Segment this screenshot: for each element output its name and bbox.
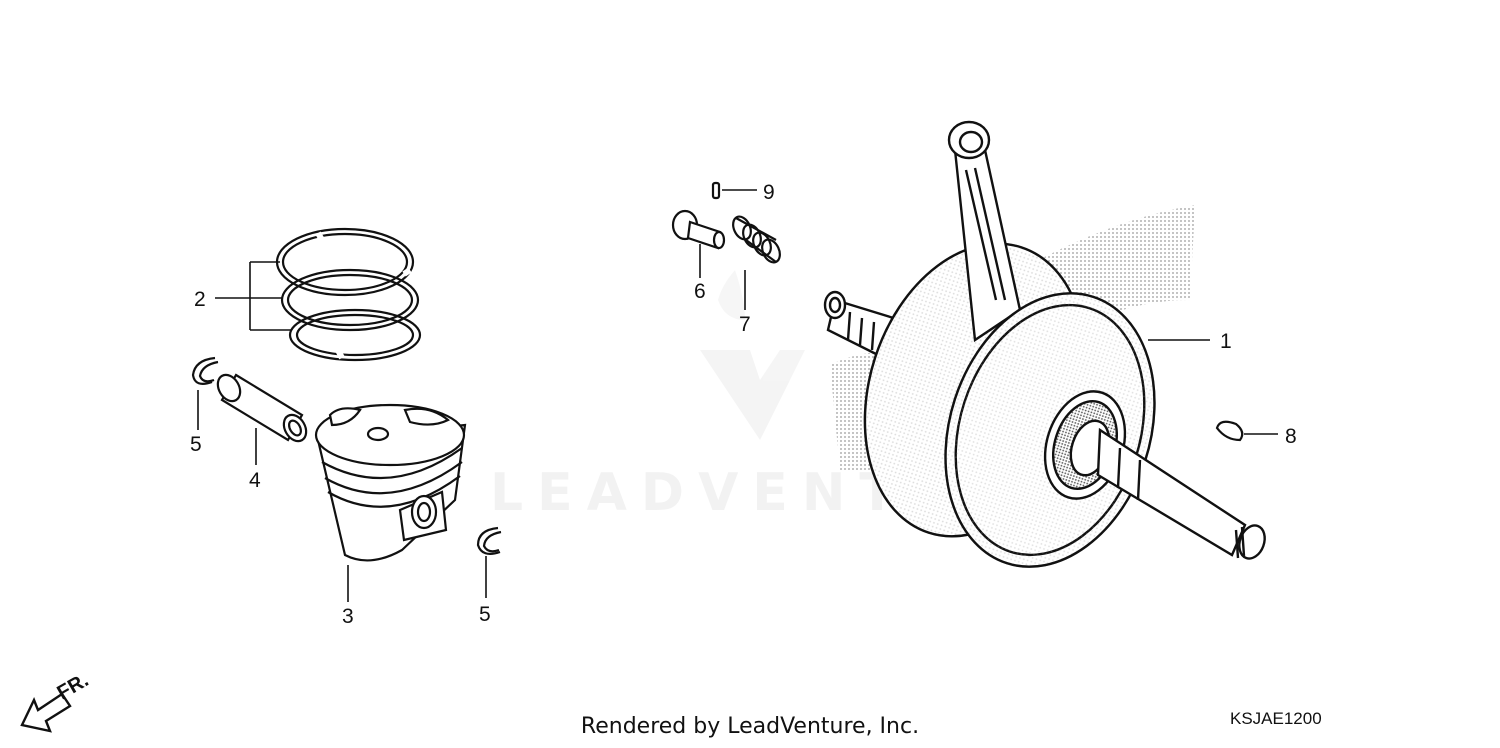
dowel-pin bbox=[711, 181, 721, 200]
piston bbox=[314, 403, 467, 562]
woodruff-key bbox=[1215, 420, 1244, 442]
arrow-down-left-icon bbox=[20, 692, 72, 733]
callout-9: 9 bbox=[763, 181, 775, 204]
spring bbox=[732, 215, 781, 264]
piston-pin bbox=[216, 373, 308, 443]
callout-5-right: 5 bbox=[479, 603, 491, 626]
callout-7: 7 bbox=[739, 313, 751, 336]
callout-6: 6 bbox=[694, 280, 706, 303]
crankshaft bbox=[823, 120, 1266, 568]
footer-credit: Rendered by LeadVenture, Inc. bbox=[580, 714, 920, 739]
bolt bbox=[671, 209, 726, 250]
callout-3: 3 bbox=[342, 605, 354, 628]
leader-lines bbox=[197, 189, 1278, 602]
callout-8: 8 bbox=[1285, 425, 1297, 448]
callout-2: 2 bbox=[194, 288, 206, 311]
callout-1: 1 bbox=[1220, 330, 1232, 353]
piston-pin-clips bbox=[191, 356, 502, 555]
diagram-code: KSJAE1200 bbox=[1230, 709, 1322, 728]
callout-5-left: 5 bbox=[190, 433, 202, 456]
callout-labels: 1 2 3 4 5 5 6 7 8 9 bbox=[190, 181, 1297, 628]
piston-rings bbox=[275, 227, 422, 362]
callout-4: 4 bbox=[249, 469, 261, 492]
